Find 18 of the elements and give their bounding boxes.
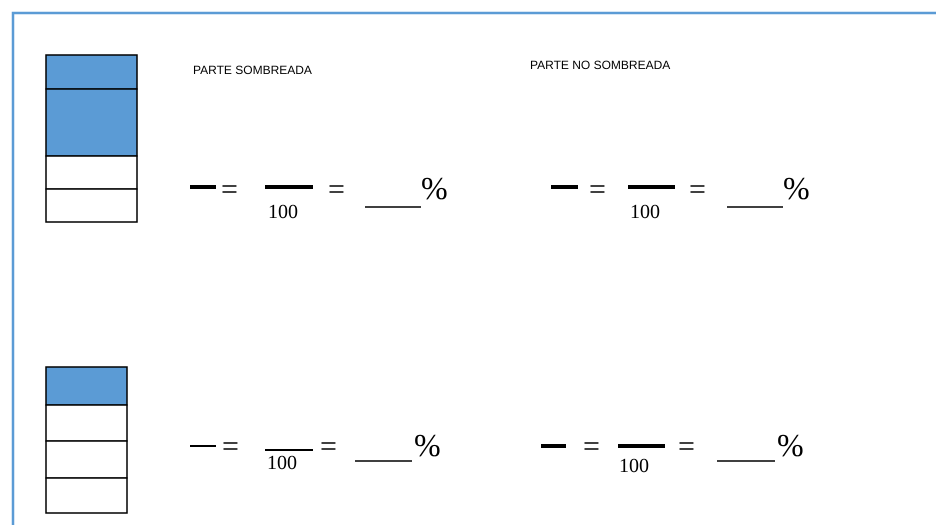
equals-sign: = [589,175,606,205]
percent-sign: % [414,429,441,461]
equals-sign: = [689,175,706,205]
denominator: 100 [268,202,298,222]
denominator: 100 [619,456,649,476]
percent-sign: % [777,429,804,461]
column-heading: PARTE NO SOMBREADA [530,59,670,71]
column-heading: PARTE SOMBREADA [193,64,312,76]
equals-sign: = [583,432,600,462]
equals-sign: = [678,432,695,462]
percent-sign: % [783,172,810,204]
equals-sign: = [328,175,345,205]
denominator: 100 [630,202,660,222]
equals-sign: = [320,432,337,462]
equals-sign: = [221,175,238,205]
percent-sign: % [421,172,448,204]
equals-sign: = [222,432,239,462]
denominator: 100 [267,453,297,473]
